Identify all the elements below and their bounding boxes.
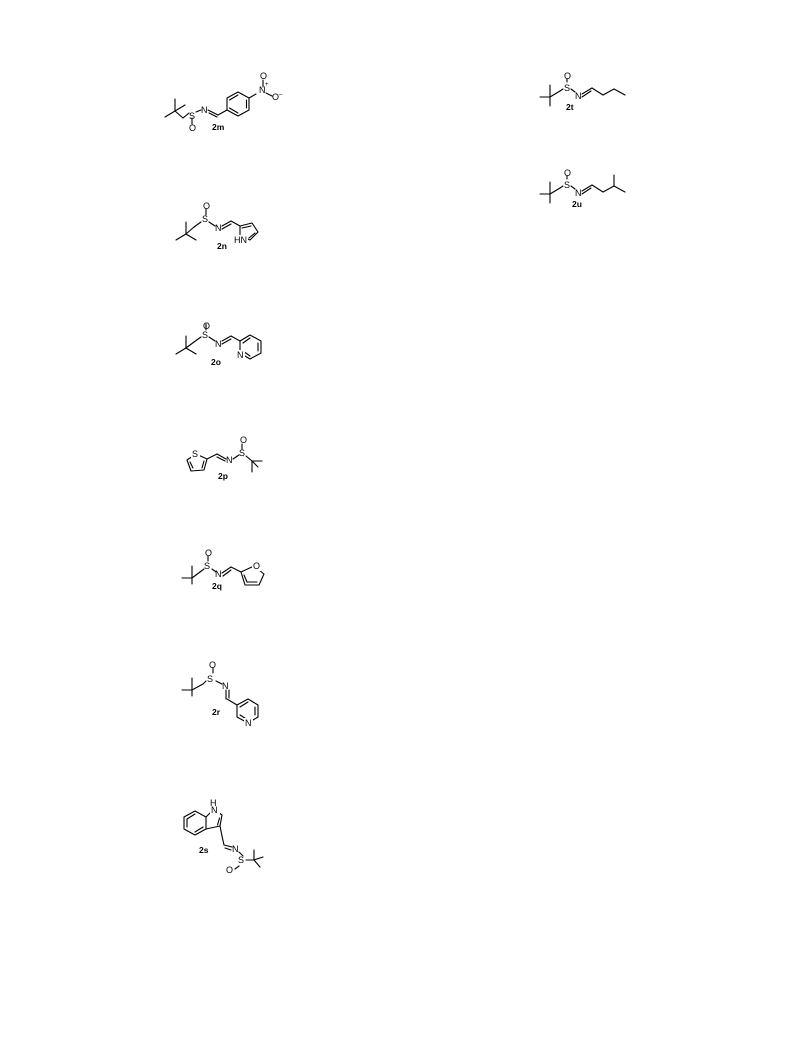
compound-label: 2m [212, 122, 225, 132]
compound-label: 2r [212, 707, 221, 717]
charge-label: – [279, 92, 283, 98]
compound-label: 2q [212, 581, 222, 591]
compound-label: 2n [217, 241, 227, 251]
atom-label: N [226, 455, 233, 465]
atom-label: O [189, 123, 196, 133]
atom-label: O [203, 201, 210, 211]
atom-label: O [564, 168, 571, 178]
atom-label: N [259, 85, 266, 95]
atom-label: O [226, 865, 233, 875]
atom-label: H [210, 798, 217, 808]
atom-label: O [240, 435, 247, 445]
atom-label: N [232, 844, 239, 854]
compound-2s: H N N S O 2s [183, 798, 264, 875]
atom-label: O [253, 561, 260, 571]
atom-label: N [215, 223, 222, 233]
atom-label: N [211, 805, 218, 815]
atom-label: S [202, 330, 208, 340]
atom-label: O [205, 548, 212, 558]
atom-label: N [215, 339, 222, 349]
atom-label: O [209, 660, 216, 670]
compound-2t: O S N 2t [539, 71, 626, 112]
atom-label: S [564, 83, 570, 93]
compound-2u: O S N 2u [539, 168, 626, 209]
atom-label: S [189, 111, 195, 121]
compound-2o: O S N N 2o [175, 321, 262, 367]
compound-2n: O S N HN 2n [175, 201, 259, 251]
atom-label: N [237, 350, 244, 360]
atom-label: S [204, 561, 210, 571]
atom-label: O [203, 321, 210, 331]
atom-label: N [575, 188, 582, 198]
compound-label: 2t [566, 102, 574, 112]
compound-2m: S N O N + O O – 2m [164, 71, 283, 133]
compound-2p: S N S O 2p [186, 435, 263, 481]
compound-label: 2s [199, 845, 209, 855]
compound-label: 2o [211, 357, 221, 367]
atom-label: S [192, 449, 198, 459]
atom-label: S [238, 855, 244, 865]
atom-label: O [260, 71, 267, 81]
atom-label: HN [234, 235, 247, 245]
atom-label: S [564, 180, 570, 190]
compound-2q: O S N O 2q [181, 548, 265, 591]
atom-label: O [272, 92, 279, 102]
compound-2r: O S N N 2r [181, 660, 259, 728]
atom-label: S [239, 448, 245, 458]
compound-label: 2u [572, 199, 582, 209]
atom-label: N [245, 718, 252, 728]
charge-label: + [265, 82, 269, 88]
atom-label: N [201, 105, 208, 115]
atom-label: S [207, 674, 213, 684]
atom-label: N [215, 569, 222, 579]
atom-label: S [202, 214, 208, 224]
atom-label: N [575, 91, 582, 101]
atom-label: N [222, 681, 229, 691]
compound-label: 2p [218, 471, 228, 481]
atom-label: O [564, 71, 571, 81]
